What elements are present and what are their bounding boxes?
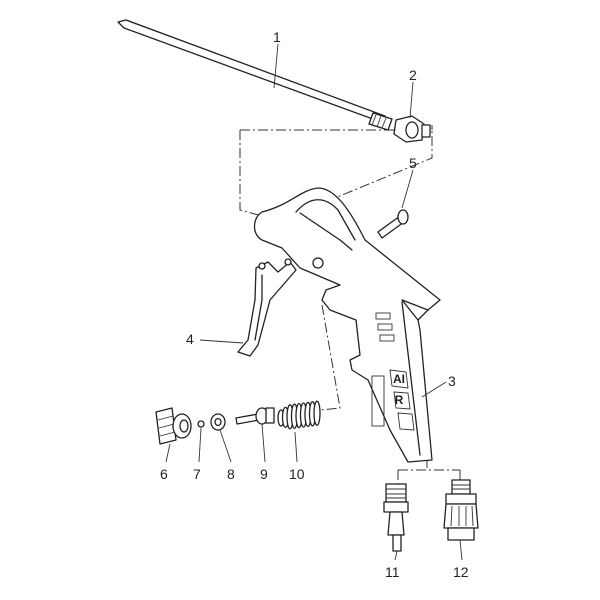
part-10-spring — [277, 400, 321, 430]
leader-lines — [165, 43, 463, 561]
part-2-nozzle-nut — [393, 115, 431, 143]
part-7-o-ring — [197, 420, 205, 428]
part-12-coupler — [443, 479, 479, 541]
spring-coil — [313, 400, 321, 426]
label-12: 12 — [453, 564, 469, 580]
part-11-plug — [383, 483, 409, 552]
assembly-lines — [239, 125, 461, 485]
label-8: 8 — [227, 466, 235, 482]
label-6: 6 — [160, 466, 168, 482]
part-6-valve-seat — [155, 407, 192, 445]
label-3: 3 — [448, 373, 456, 389]
part-8-washer — [210, 413, 226, 431]
label-1: 1 — [273, 29, 281, 45]
part-5-pin — [377, 209, 409, 239]
label-7: 7 — [193, 466, 201, 482]
part-1-extension-rod — [117, 19, 393, 131]
label-11: 11 — [385, 564, 400, 580]
label-10: 10 — [289, 466, 305, 482]
label-5: 5 — [409, 155, 417, 171]
label-9: 9 — [260, 466, 268, 482]
label-2: 2 — [409, 67, 417, 83]
part-3-gun-body: AIR — [253, 187, 441, 463]
label-4: 4 — [186, 331, 194, 347]
handle-logo-text: AIR — [393, 372, 405, 407]
part-4-trigger — [237, 258, 297, 357]
part-9-valve-stem — [235, 407, 275, 425]
handle-logo-frame: AIR — [393, 372, 405, 407]
